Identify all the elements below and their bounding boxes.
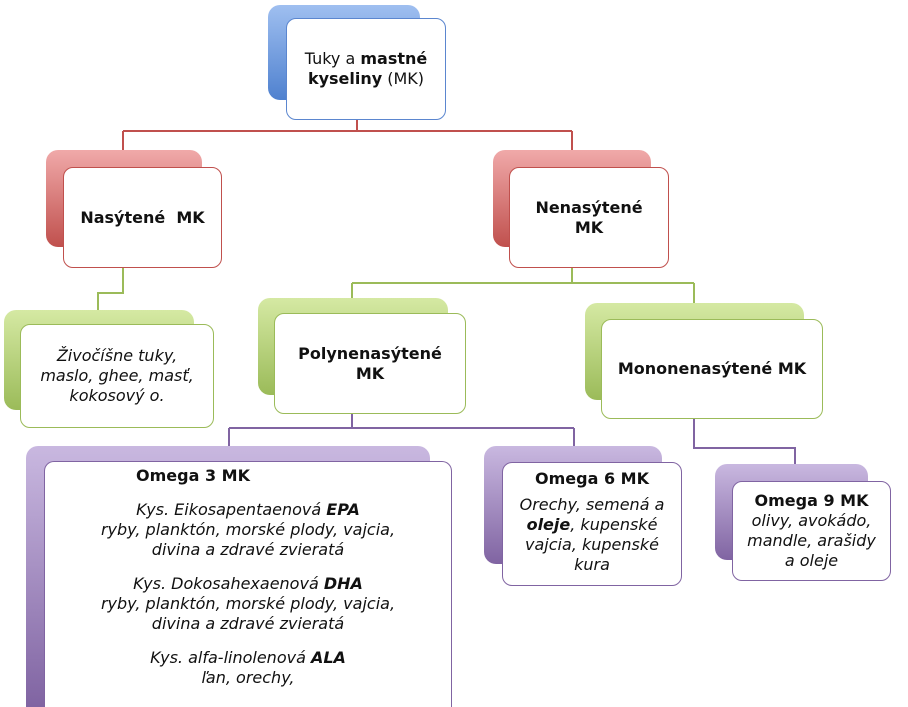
- monounsaturated-node: Mononenasýtené MK: [601, 319, 823, 419]
- omega3-node: Omega 3 MK Kys. Eikosapentaenová EPA ryb…: [44, 461, 452, 707]
- root-text-bold: mastné kyseliny: [307, 49, 428, 88]
- omega3-dha-abbr: DHA: [323, 574, 363, 593]
- omega9-text: olivy, avokádo, mandle, arašidy a oleje: [747, 511, 876, 570]
- monounsaturated-label: Mononenasýtené MK: [617, 359, 807, 378]
- omega3-epa-abbr: EPA: [326, 500, 360, 519]
- omega6-node: Omega 6 MK Orechy, semená a oleje, kupen…: [502, 462, 682, 586]
- omega6-text: Orechy, semená a oleje, kupenské vajcia,…: [511, 495, 673, 575]
- root-node-text: Tuky a mastné kyseliny (MK): [295, 49, 437, 89]
- omega3-ala-abbr: ALA: [310, 648, 346, 667]
- unsaturated-label: Nenasýtené MK: [535, 197, 643, 237]
- omega6-text-pre: Orechy, semená a: [519, 495, 665, 514]
- polyunsaturated-label: Polynenasýtené MK: [298, 343, 442, 383]
- omega3-ala-line: Kys. alfa-linolenová ALA: [150, 648, 346, 668]
- omega9-node: Omega 9 MK olivy, avokádo, mandle, araši…: [732, 481, 891, 581]
- omega3-dha-name: Kys. Dokosahexaenová: [133, 574, 324, 593]
- omega6-title: Omega 6 MK: [535, 469, 649, 488]
- omega3-ala-sources: ľan, orechy,: [201, 668, 295, 687]
- omega3-epa-name: Kys. Eikosapentaenová: [136, 500, 327, 519]
- polyunsaturated-node: Polynenasýtené MK: [274, 313, 466, 414]
- saturated-examples-node: Živočíšne tuky, maslo, ghee, masť, kokos…: [20, 324, 214, 428]
- omega3-title: Omega 3 MK: [136, 466, 250, 485]
- saturated-examples-text: Živočíšne tuky, maslo, ghee, masť, kokos…: [40, 346, 194, 405]
- omega3-dha-sources: ryby, planktón, morské plody, vajcia, di…: [100, 594, 396, 633]
- omega9-title: Omega 9 MK: [754, 491, 869, 510]
- unsaturated-node: Nenasýtené MK: [509, 167, 669, 268]
- omega3-dha-line: Kys. Dokosahexaenová DHA: [133, 574, 363, 594]
- saturated-node: Nasýtené MK: [63, 167, 222, 268]
- omega3-epa-sources: ryby, planktón, morské plody, vajcia, di…: [100, 520, 396, 559]
- omega6-text-post: , kupenské vajcia, kupenské kura: [525, 515, 659, 574]
- omega3-ala-name: Kys. alfa-linolenová: [150, 648, 311, 667]
- root-text-post: (MK): [382, 69, 425, 88]
- saturated-label: Nasýtené MK: [80, 207, 205, 227]
- omega3-epa-line: Kys. Eikosapentaenová EPA: [136, 500, 360, 520]
- root-text-pre: Tuky a: [304, 49, 361, 68]
- root-node: Tuky a mastné kyseliny (MK): [286, 18, 446, 120]
- omega6-text-bold: oleje: [526, 515, 571, 534]
